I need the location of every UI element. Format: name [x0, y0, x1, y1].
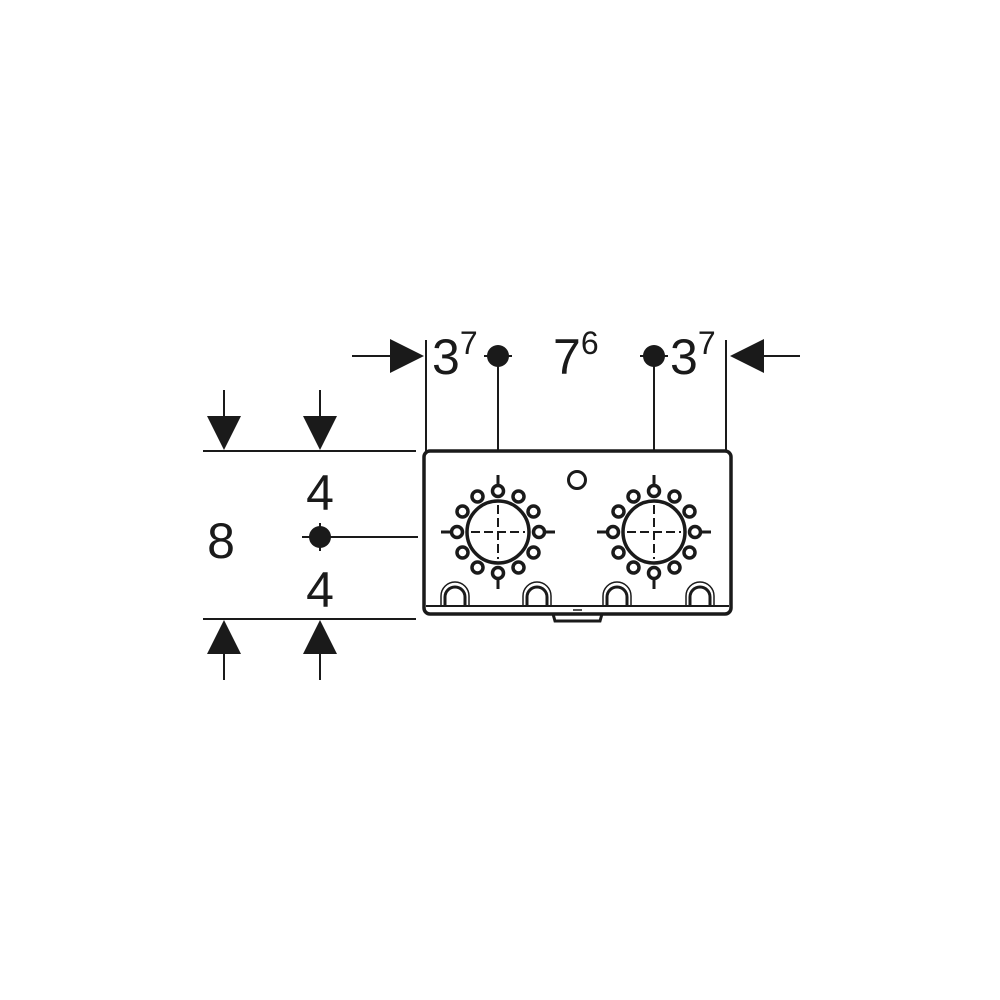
- center-spacing-label: 76: [553, 325, 599, 385]
- total-height-label: 8: [207, 513, 235, 569]
- lower-half-label: 4: [306, 562, 334, 618]
- down-pointing-arrow-icon: [303, 416, 337, 450]
- right-pointing-arrow-icon: [390, 339, 424, 373]
- right-center-marker: [640, 345, 668, 367]
- left-offset-label: 37: [432, 325, 478, 385]
- up-pointing-arrow-icon: [207, 620, 241, 654]
- vertical-center-marker: [302, 523, 331, 551]
- mounting-box: [422, 449, 733, 623]
- top-dimension-line: 37 76 37: [352, 325, 800, 451]
- left-pointing-arrow-icon: [730, 339, 764, 373]
- left-dimension-lines: 8 4 4: [203, 390, 418, 680]
- left-center-marker: [484, 345, 512, 367]
- down-pointing-arrow-icon: [207, 416, 241, 450]
- small-hole-icon: [567, 470, 587, 490]
- right-offset-label: 37: [670, 325, 716, 385]
- upper-half-label: 4: [306, 465, 334, 521]
- up-pointing-arrow-icon: [303, 620, 337, 654]
- bottom-tab: [551, 613, 604, 623]
